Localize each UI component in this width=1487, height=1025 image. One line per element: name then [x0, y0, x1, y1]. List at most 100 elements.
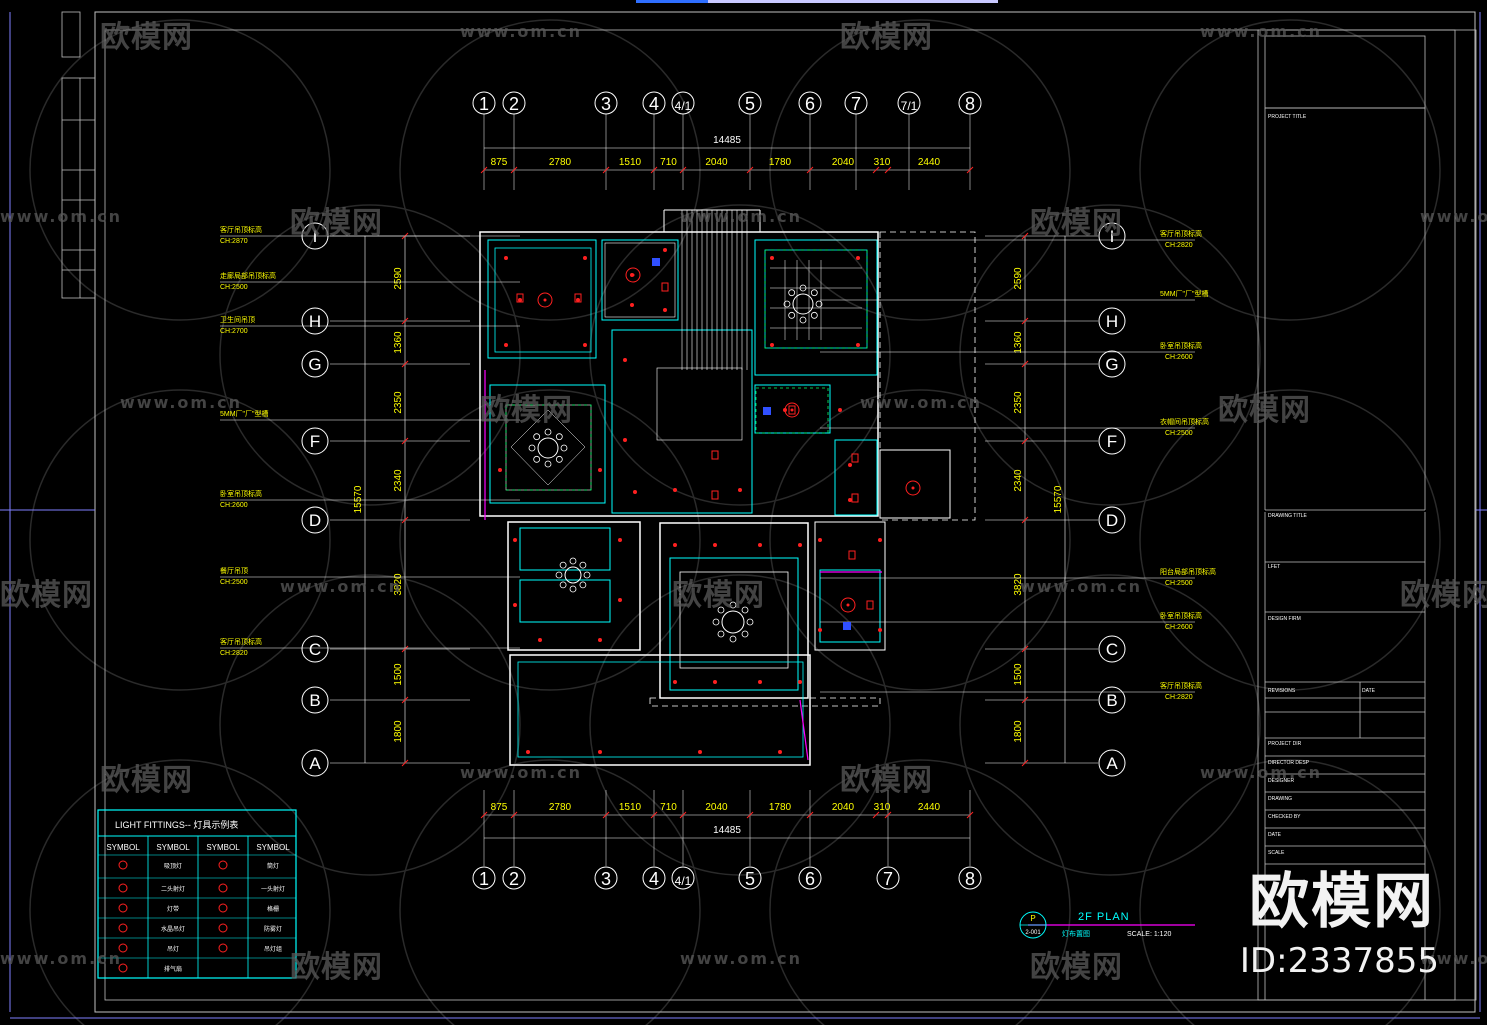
- ceiling-lamp: [625, 267, 641, 283]
- chandelier-bulb: [741, 630, 749, 638]
- dim-text: 2350: [1013, 391, 1024, 414]
- axis-bubble-left: [301, 506, 329, 534]
- sheet-frame: [0, 11, 1487, 1019]
- top-highlight-bar: [636, 0, 708, 3]
- spotlight: [516, 293, 524, 303]
- dim-tick: [1021, 232, 1029, 240]
- downlight: [738, 488, 742, 492]
- dim-text: 2780: [549, 802, 572, 813]
- watermark-text: 欧模网: [0, 578, 93, 613]
- chandelier-bulb: [544, 428, 552, 436]
- axis-bubble-bottom: [472, 866, 496, 890]
- axis-bubble-bottom: [738, 866, 762, 890]
- floor-plan: [479, 209, 1195, 926]
- note-title: 卧室吊顶标高: [1160, 341, 1202, 350]
- chandelier-bulb: [799, 316, 807, 324]
- dim-text: 1800: [1013, 720, 1024, 743]
- chandelier-bulb: [810, 311, 818, 319]
- wall: [505, 404, 592, 491]
- titleblock-label: CHECKED BY: [1268, 814, 1301, 820]
- axis-label-right: C: [1106, 640, 1118, 659]
- downlight: [818, 628, 822, 632]
- dim-tick: [480, 811, 488, 819]
- titleblock-label: DRAWING: [1268, 796, 1292, 802]
- dim-tick: [401, 696, 409, 704]
- downlight: [663, 248, 667, 252]
- note-ch: CH:2600: [1165, 624, 1193, 631]
- wall: [819, 569, 881, 643]
- axis-label-top: 1: [479, 94, 489, 114]
- axis-bubble-left: [301, 635, 329, 663]
- wall-line: [510, 446, 549, 486]
- watermark-text: 欧模网: [840, 763, 933, 798]
- downlight: [630, 303, 634, 307]
- dim-tick: [650, 811, 658, 819]
- dim-tick: [806, 166, 814, 174]
- dim-tick: [401, 759, 409, 767]
- note-title: 卫生间吊顶: [220, 315, 255, 324]
- chandelier-bulb: [815, 300, 823, 308]
- wall: [494, 247, 592, 353]
- note-title: 走廊局部吊顶标高: [220, 271, 276, 280]
- legend-label: 水晶吊灯: [161, 925, 185, 933]
- watermark-url: www.om.cn: [460, 22, 583, 41]
- legend-header: SYMBOL: [106, 843, 140, 852]
- downlight: [878, 628, 882, 632]
- ceiling-lamp: [905, 480, 921, 496]
- dim-text: 2340: [1013, 469, 1024, 492]
- downlight: [623, 438, 627, 442]
- downlight: [856, 256, 860, 260]
- chandelier: [721, 610, 745, 634]
- note-ch: CH:2600: [220, 502, 248, 509]
- watermark-id: ID:2337855: [1239, 941, 1439, 981]
- dim-tick: [401, 437, 409, 445]
- fan-icon: [763, 407, 771, 415]
- axis-label-bottom: 3: [601, 869, 611, 889]
- watermark-text: 欧模网: [1400, 578, 1487, 613]
- chandelier: [564, 566, 582, 584]
- dim-tick: [884, 811, 892, 819]
- axis-label-left: D: [309, 511, 321, 530]
- legend-label: 灯带: [167, 905, 179, 913]
- legend-symbol: [118, 923, 128, 933]
- fan-icon: [843, 622, 851, 630]
- ceiling-lamp-center: [631, 273, 635, 277]
- watermark-text: 欧模网: [1218, 393, 1311, 428]
- axis-label-bottom: 1: [479, 869, 489, 889]
- axis-label-left: I: [313, 227, 318, 246]
- axis-label-right: B: [1106, 691, 1117, 710]
- dim-total: 14485: [713, 825, 741, 836]
- wall: [519, 527, 611, 571]
- spotlight: [661, 282, 669, 292]
- wall: [764, 249, 868, 349]
- axis-bubble-bottom: [671, 866, 695, 890]
- dim-text: 2340: [393, 469, 404, 492]
- downlight: [598, 750, 602, 754]
- dim-text: 2040: [705, 802, 728, 813]
- chandelier-bulb: [560, 444, 568, 452]
- legend-symbol: [118, 963, 128, 973]
- axis-bubble-left: [301, 350, 329, 378]
- axis-label-right: A: [1106, 754, 1118, 773]
- axis-bubble-left: [301, 307, 329, 335]
- wall: [649, 697, 881, 707]
- chandelier-bulb: [783, 300, 791, 308]
- watermark-url: www.om.cn: [460, 763, 583, 782]
- downlight: [713, 680, 717, 684]
- axis-label-right: D: [1106, 511, 1118, 530]
- watermark-url: www.om.cn: [1200, 763, 1323, 782]
- annotation-notes: 客厅吊顶标高CH:2870走廊局部吊顶标高CH:2500卫生间吊顶CH:2700…: [220, 225, 1216, 701]
- dim-tick: [1021, 759, 1029, 767]
- legend-label: 吊灯组: [264, 945, 282, 953]
- note-ch: CH:2820: [1165, 242, 1193, 249]
- dim-text: 2780: [549, 157, 572, 168]
- downlight: [513, 538, 517, 542]
- spotlight: [851, 453, 859, 463]
- legend-title: LIGHT FITTINGS-- 灯具示例表: [115, 819, 238, 830]
- legend-symbol: [218, 860, 228, 870]
- chandelier-bulb: [569, 557, 577, 565]
